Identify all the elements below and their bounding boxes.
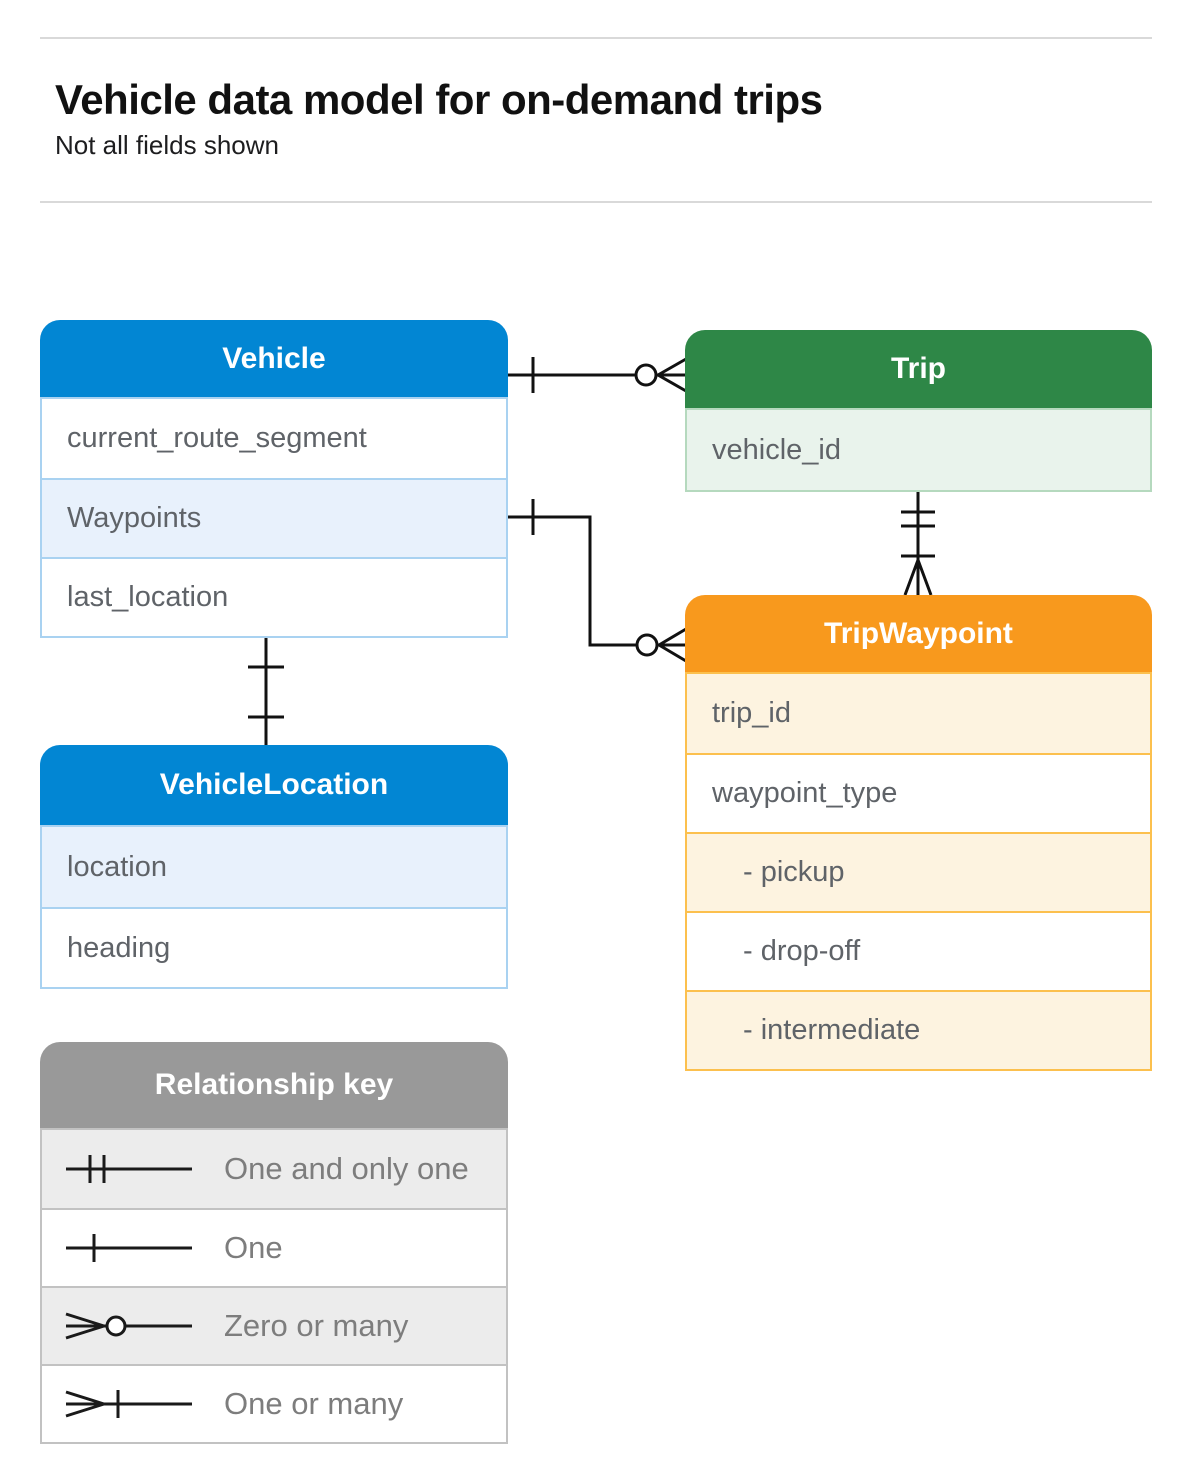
- relationship-key-header: Relationship key: [40, 1042, 508, 1128]
- connector-trip-tripwaypoint: [901, 488, 935, 596]
- zero-circle: [635, 633, 659, 657]
- legend-item-zero-or-many: Zero or many: [42, 1286, 506, 1364]
- legend-item-one-or-many: One or many: [42, 1364, 506, 1442]
- field-last-location: last_location: [42, 557, 506, 636]
- entity-vehiclelocation-title: VehicleLocation: [159, 768, 389, 801]
- field-label: current_route_segment: [67, 422, 367, 454]
- header-divider: [40, 201, 1152, 203]
- enum-intermediate: - intermediate: [687, 990, 1150, 1069]
- one-and-only-one-ticks: [901, 510, 935, 528]
- connector-vehicle-vehiclelocation: [248, 636, 284, 746]
- connector-waypoints-tripwaypoint: [508, 499, 687, 663]
- field-label: waypoint_type: [712, 777, 898, 809]
- top-divider: [40, 37, 1152, 39]
- field-current-route-segment: current_route_segment: [42, 399, 506, 478]
- field-trip-id: trip_id: [687, 674, 1150, 753]
- entity-vehicle-header: Vehicle: [40, 320, 508, 397]
- entity-tripwaypoint-body: trip_id waypoint_type - pickup - drop-of…: [685, 672, 1152, 1071]
- legend-label: Zero or many: [224, 1308, 409, 1343]
- relationship-key: Relationship key One and only one One: [40, 1042, 508, 1444]
- field-label: Waypoints: [67, 502, 202, 534]
- one-icon: [66, 1234, 192, 1262]
- connector-vehicle-trip: [508, 357, 687, 393]
- entity-trip-body: vehicle_id: [685, 408, 1152, 492]
- field-label: - pickup: [743, 856, 845, 888]
- entity-tripwaypoint: TripWaypoint trip_id waypoint_type - pic…: [685, 595, 1152, 1071]
- field-label: heading: [67, 931, 171, 964]
- legend-label: One and only one: [224, 1151, 469, 1186]
- entity-vehicle: Vehicle current_route_segment Waypoints …: [40, 320, 508, 638]
- legend-item-one: One: [42, 1208, 506, 1286]
- connector-line: [508, 515, 686, 647]
- entity-vehiclelocation-body: location heading: [40, 825, 508, 989]
- entity-tripwaypoint-title: TripWaypoint: [824, 616, 1013, 650]
- field-label: vehicle_id: [712, 433, 841, 466]
- crow-foot: [657, 357, 687, 393]
- page-subtitle: Not all fields shown: [55, 130, 279, 160]
- legend-label: One or many: [224, 1386, 404, 1421]
- entity-trip-header: Trip: [685, 330, 1152, 408]
- zero-or-many-icon: [65, 1312, 192, 1340]
- legend-item-one-and-only-one: One and only one: [42, 1130, 506, 1208]
- relationship-key-body: One and only one One Zer: [40, 1128, 508, 1444]
- field-label: - intermediate: [743, 1014, 921, 1046]
- crow-foot: [903, 559, 933, 596]
- one-or-many-icon: [65, 1390, 192, 1418]
- field-label: location: [67, 850, 167, 883]
- one-and-only-one-icon: [66, 1155, 192, 1183]
- field-waypoint-type: waypoint_type: [687, 753, 1150, 832]
- entity-vehicle-title: Vehicle: [222, 341, 326, 375]
- enum-pickup: - pickup: [687, 832, 1150, 911]
- one-ticks: [248, 665, 284, 719]
- entity-tripwaypoint-header: TripWaypoint: [685, 595, 1152, 672]
- field-label: last_location: [67, 581, 229, 613]
- entity-trip: Trip vehicle_id: [685, 330, 1152, 492]
- entity-trip-title: Trip: [890, 352, 946, 385]
- field-location: location: [42, 827, 506, 907]
- page-title: Vehicle data model for on-demand trips: [55, 76, 823, 123]
- field-waypoints: Waypoints: [42, 478, 506, 557]
- enum-drop-off: - drop-off: [687, 911, 1150, 990]
- zero-circle: [634, 363, 658, 387]
- field-vehicle-id: vehicle_id: [687, 410, 1150, 490]
- relationship-key-title: Relationship key: [154, 1068, 394, 1101]
- entity-vehiclelocation-header: VehicleLocation: [40, 745, 508, 825]
- field-label: - drop-off: [743, 935, 861, 967]
- entity-vehiclelocation: VehicleLocation location heading: [40, 745, 508, 989]
- crow-foot: [658, 627, 687, 663]
- entity-vehicle-body: current_route_segment Waypoints last_loc…: [40, 397, 508, 638]
- legend-label: One: [224, 1230, 283, 1265]
- field-heading: heading: [42, 907, 506, 987]
- field-label: trip_id: [712, 697, 791, 729]
